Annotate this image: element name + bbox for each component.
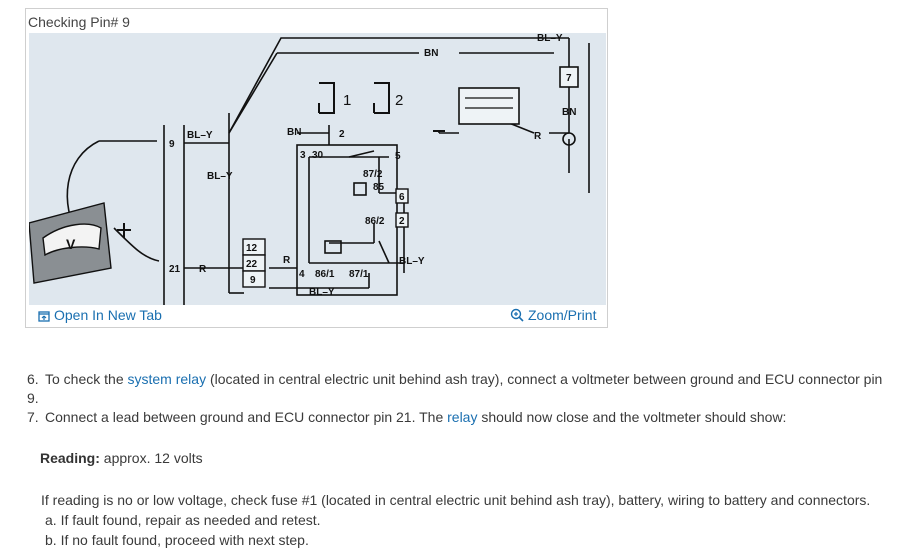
diagram-label: 1 — [343, 92, 351, 109]
diagram-label: 3 — [300, 150, 306, 161]
relay-link[interactable]: relay — [447, 409, 478, 425]
wiring-diagram[interactable]: BN BL–Y 7 BN R BN 2 1 2 3 30 5 87/2 85 6… — [29, 33, 606, 305]
reading-value: approx. 12 volts — [99, 450, 203, 466]
step-7: 7. Connect a lead between ground and ECU … — [27, 408, 887, 427]
fault-instructions: If reading is no or low voltage, check f… — [41, 490, 870, 550]
step-number: 7. — [27, 409, 39, 425]
diagram-label: R — [199, 264, 207, 275]
diagram-label: R — [283, 255, 291, 266]
diagram-label: V — [66, 236, 76, 252]
diagram-label: 4 — [299, 269, 305, 280]
diagram-label: BL–Y — [537, 33, 563, 44]
step-6: 6. To check the system relay (located in … — [27, 370, 887, 408]
diagram-label: 86/1 — [315, 269, 335, 280]
diagram-label: BL–Y — [309, 287, 335, 298]
diagram-label: 85 — [373, 182, 385, 193]
diagram-label: R — [534, 131, 542, 142]
open-in-new-tab-label: Open In New Tab — [54, 307, 162, 323]
instructions: 6. To check the system relay (located in … — [27, 370, 887, 427]
zoom-icon — [510, 308, 524, 325]
diagram-label: BL–Y — [399, 256, 425, 267]
diagram-label: 2 — [395, 92, 403, 109]
step-text: To check the — [45, 371, 128, 387]
diagram-label: 22 — [246, 259, 258, 270]
zoom-print-label: Zoom/Print — [528, 307, 597, 323]
diagram-label: BN — [287, 127, 301, 138]
fault-option-b: b. If no fault found, proceed with next … — [45, 532, 309, 548]
diagram-label: BN — [424, 48, 438, 59]
open-in-new-tab-button[interactable]: Open In New Tab — [38, 307, 162, 325]
fault-option-a: a. If fault found, repair as needed and … — [45, 512, 321, 528]
diagram-label: 87/2 — [363, 169, 383, 180]
diagram-label: 7 — [566, 73, 572, 84]
fault-text: If reading is no or low voltage, check f… — [41, 492, 871, 508]
reading: Reading: approx. 12 volts — [40, 450, 203, 466]
diagram-label: 12 — [246, 243, 258, 254]
diagram-label: 2 — [339, 129, 345, 140]
step-text: should now close and the voltmeter shoul… — [477, 409, 787, 425]
diagram-label: 30 — [312, 150, 324, 161]
diagram-label: 2 — [399, 216, 405, 227]
diagram-label: BN — [562, 107, 576, 118]
step-text: Connect a lead between ground and ECU co… — [45, 409, 448, 425]
diagram-label: 9 — [250, 275, 256, 286]
diagram-label: 9 — [169, 139, 175, 150]
system-relay-link[interactable]: system relay — [127, 371, 207, 387]
figure-card: Checking Pin# 9 — [25, 8, 608, 328]
diagram-label: 5 — [395, 151, 401, 162]
zoom-print-button[interactable]: Zoom/Print — [510, 307, 596, 325]
new-tab-icon — [38, 309, 50, 325]
diagram-label: 6 — [399, 192, 405, 203]
diagram-label: BL–Y — [207, 171, 233, 182]
step-text: (located in central electric unit behind… — [27, 371, 883, 406]
diagram-label: 87/1 — [349, 269, 369, 280]
step-number: 6. — [27, 371, 39, 387]
diagram-label: 86/2 — [365, 216, 385, 227]
figure-title: Checking Pin# 9 — [28, 14, 130, 30]
reading-label: Reading: — [40, 450, 100, 466]
diagram-label: BL–Y — [187, 130, 213, 141]
diagram-label: 21 — [169, 264, 181, 275]
